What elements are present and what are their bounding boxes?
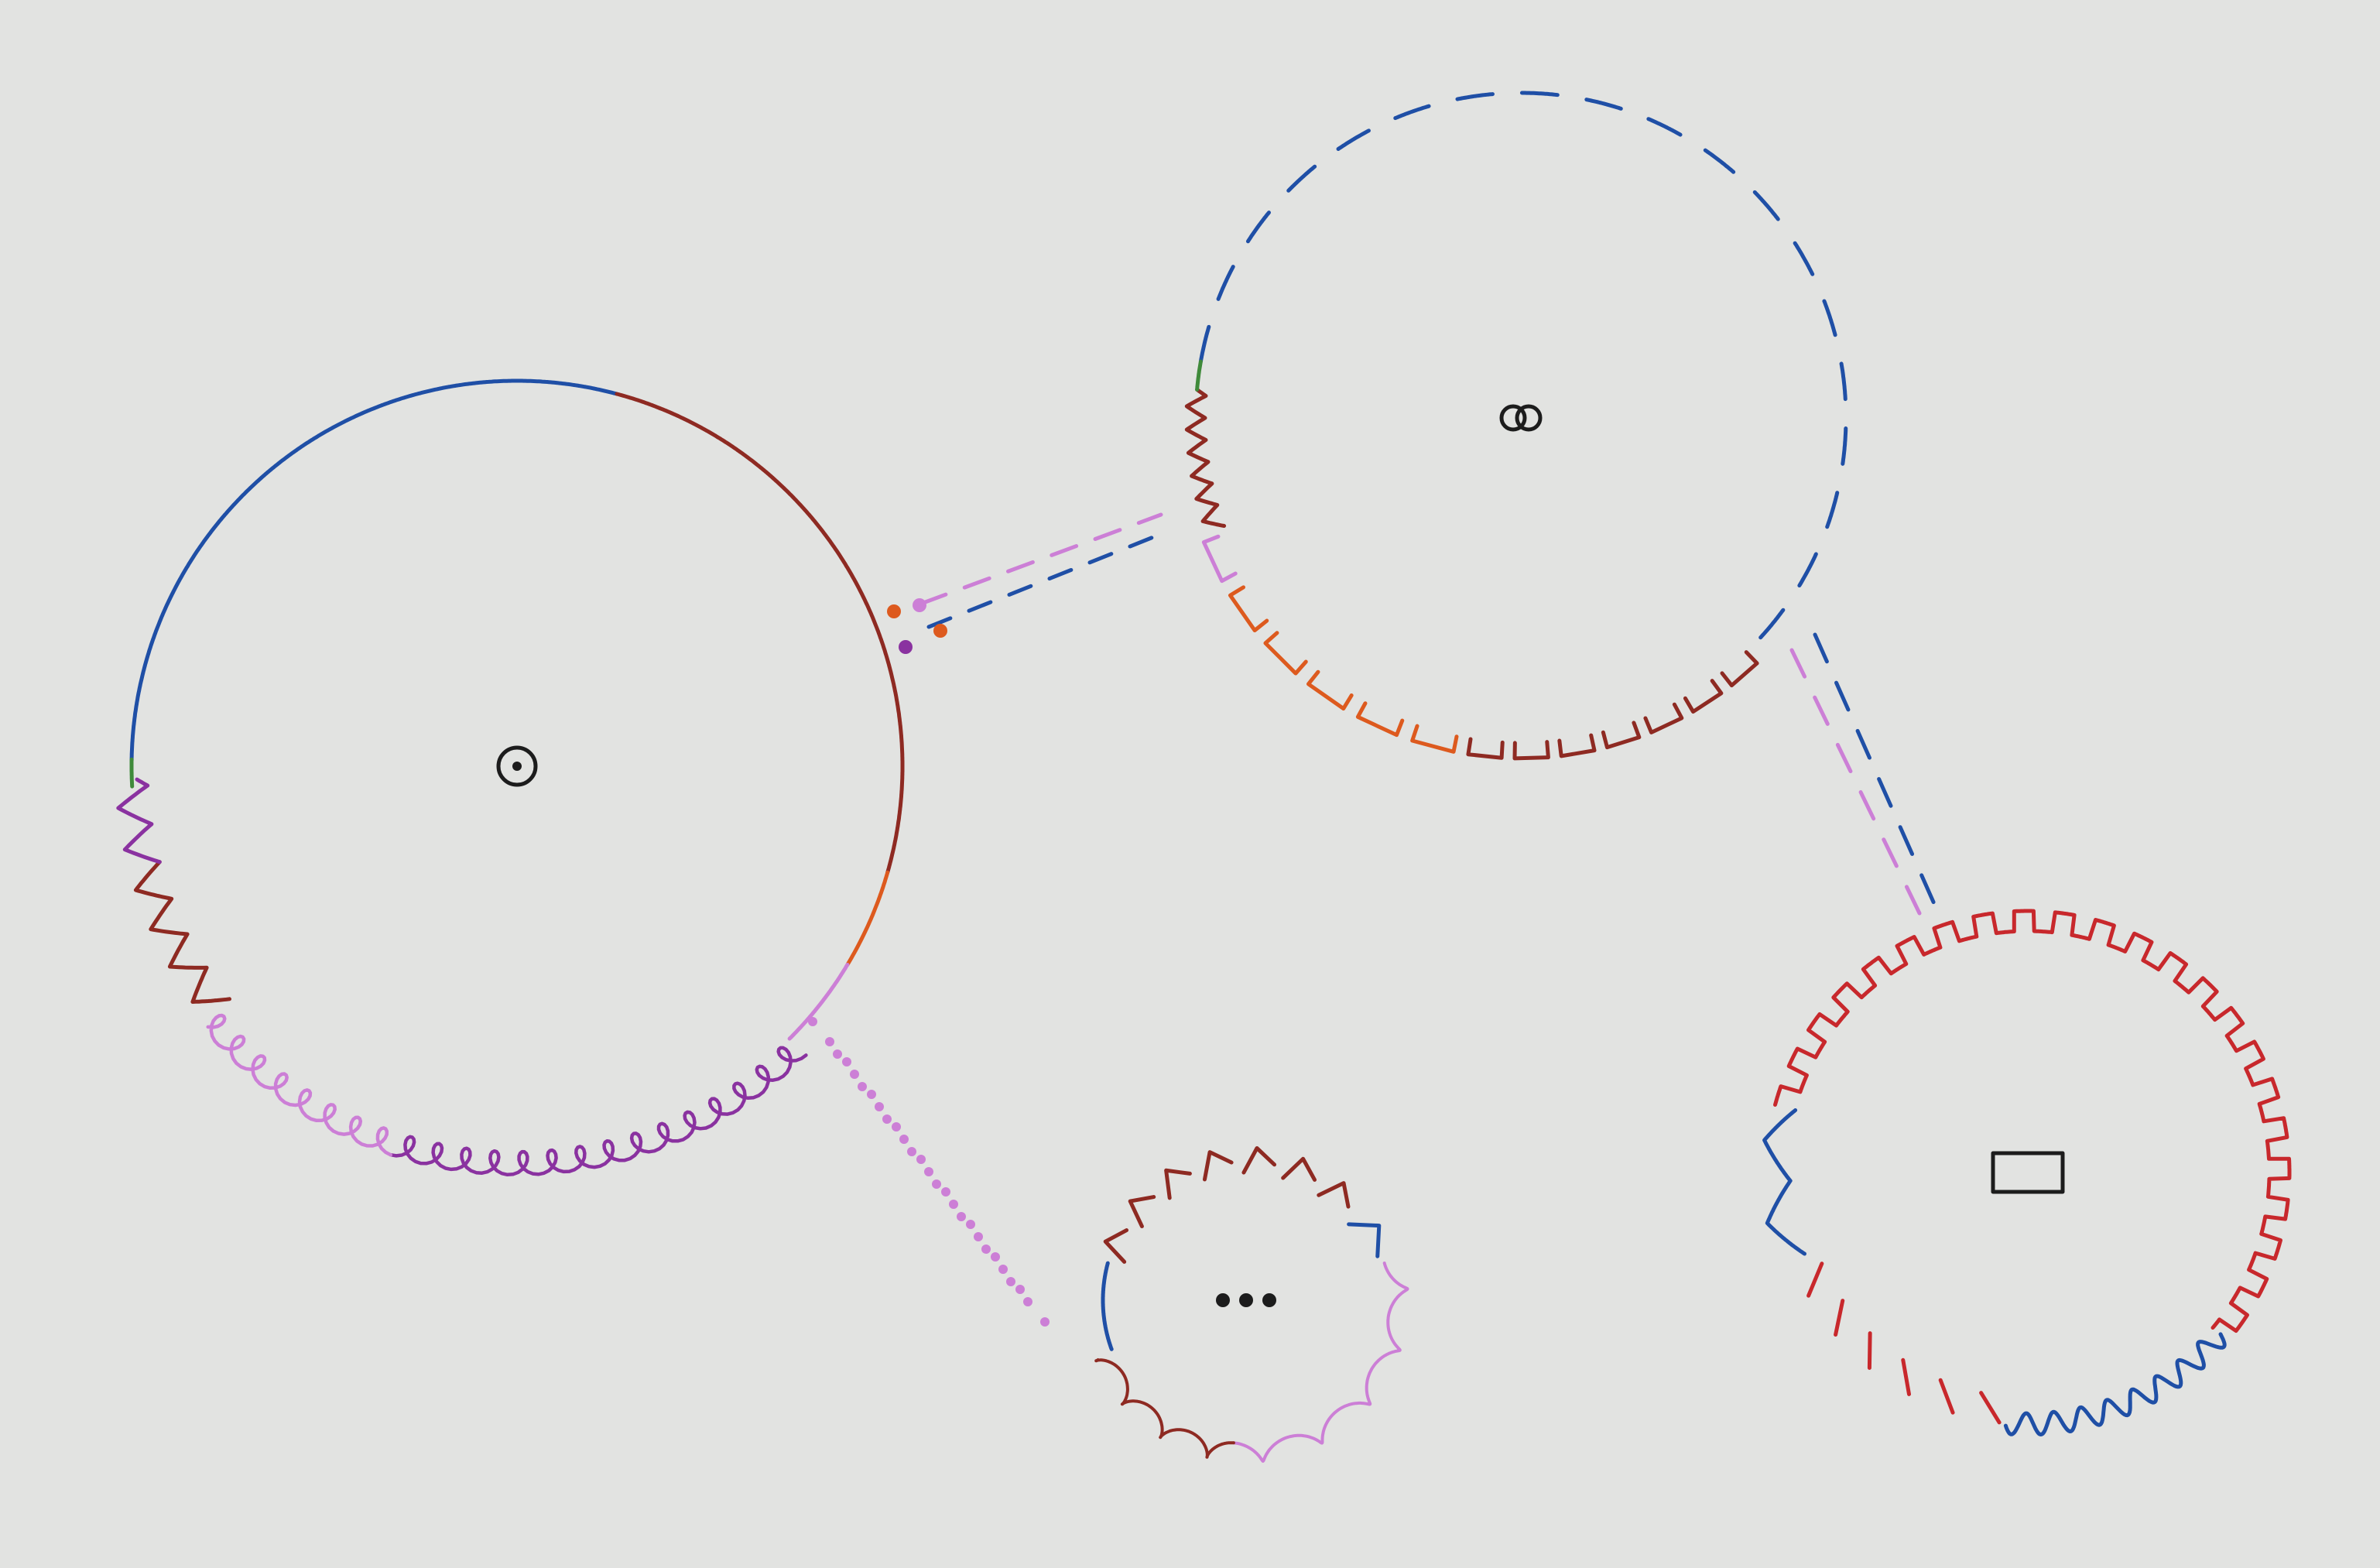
wheel-big-loops-purple [389,1046,808,1177]
wheel-toothed-arc-blue [1762,1108,1806,1256]
loose-dot [913,598,926,612]
link-big-dashed-violet [919,512,1163,606]
center-mark-big-ring [496,745,538,787]
wheel-toothed-square-blue [2003,1332,2227,1436]
link-dot [825,1037,834,1046]
link-dot [924,1167,933,1176]
link-dot [949,1200,958,1209]
link-dot [941,1187,950,1197]
wheel-toothed-square-red [1773,909,2292,1333]
loose-dot [887,604,901,618]
wheel-big-arc-orange [845,870,890,967]
link-dot [1023,1297,1032,1306]
link-dot [1040,1317,1050,1327]
link-dot [882,1114,892,1124]
center-mark-big-dot [512,762,522,771]
link-dot [850,1070,859,1079]
link-dot [1006,1277,1015,1286]
link-dot [833,1049,842,1059]
center-mark-dashed-ring-a [1499,404,1527,432]
link-dot [998,1265,1008,1274]
link-dot [991,1252,1000,1262]
wheel-dashed-arc-blue [1198,91,1848,650]
wheel-dashed-notches-orange [1228,585,1459,754]
link-dot [875,1102,884,1111]
link-dot [858,1082,867,1091]
center-mark-toothed-rect [1991,1151,2065,1194]
wheel-dashed-zigzag [1184,387,1227,528]
link-dot [907,1147,916,1156]
link-dot [966,1220,975,1229]
wheel-big-zigzag-purple [116,777,162,864]
link-dot [957,1212,966,1221]
wheel-big-zigzag-dark [133,860,231,1004]
link-dot [842,1057,851,1066]
wheel-dashed-arc-green [1195,359,1203,392]
wheel-big-arc-red [885,764,905,875]
link-dot [981,1244,991,1254]
wheel-dashed-notches-red [1466,650,1759,761]
loose-dots [887,598,947,654]
link-dot [808,1017,817,1026]
center-mark-small-dot-1 [1216,1293,1230,1307]
wheel-big-arc-dark-red [615,392,905,769]
wheel-dashed [1184,91,1848,761]
link-big-small-dotted [808,1017,1050,1327]
wheel-big-loops-violet [206,1013,393,1157]
link-dot [974,1232,983,1241]
center-marks-layer [496,404,2065,1307]
wheel-small-teeth-red [1103,1146,1351,1264]
wheels-layer [116,91,2292,1463]
loose-dot [899,640,913,654]
wheel-big-arc-blue [129,378,619,769]
wheel-toothed-ticks-red [1806,1262,2002,1425]
wheel-small-teeth-blue [1347,1222,1382,1258]
connections-layer [808,512,1937,1327]
link-dot [892,1122,901,1131]
link-dot [932,1179,941,1189]
wheel-small-wave-red [1094,1358,1235,1459]
wheel-dashed-notch-violet [1201,534,1238,584]
center-mark-small-dot-3 [1262,1293,1276,1307]
wheel-big-arc-violet [787,963,850,1041]
link-dot [916,1155,926,1164]
loose-dot [933,624,947,638]
wheel-small [1094,1146,1409,1463]
wheel-small-wave-violet [1231,1262,1409,1463]
link-dot [899,1135,909,1144]
link-dot [867,1090,876,1099]
wheel-toothed [1762,909,2292,1436]
center-mark-dashed-ring-b [1515,404,1543,432]
wheel-big [116,378,905,1177]
center-mark-small-dot-2 [1239,1293,1253,1307]
wheel-small-arc-blue [1101,1261,1114,1351]
link-big-dashed-blue [926,532,1163,629]
link-dot [1015,1285,1025,1294]
